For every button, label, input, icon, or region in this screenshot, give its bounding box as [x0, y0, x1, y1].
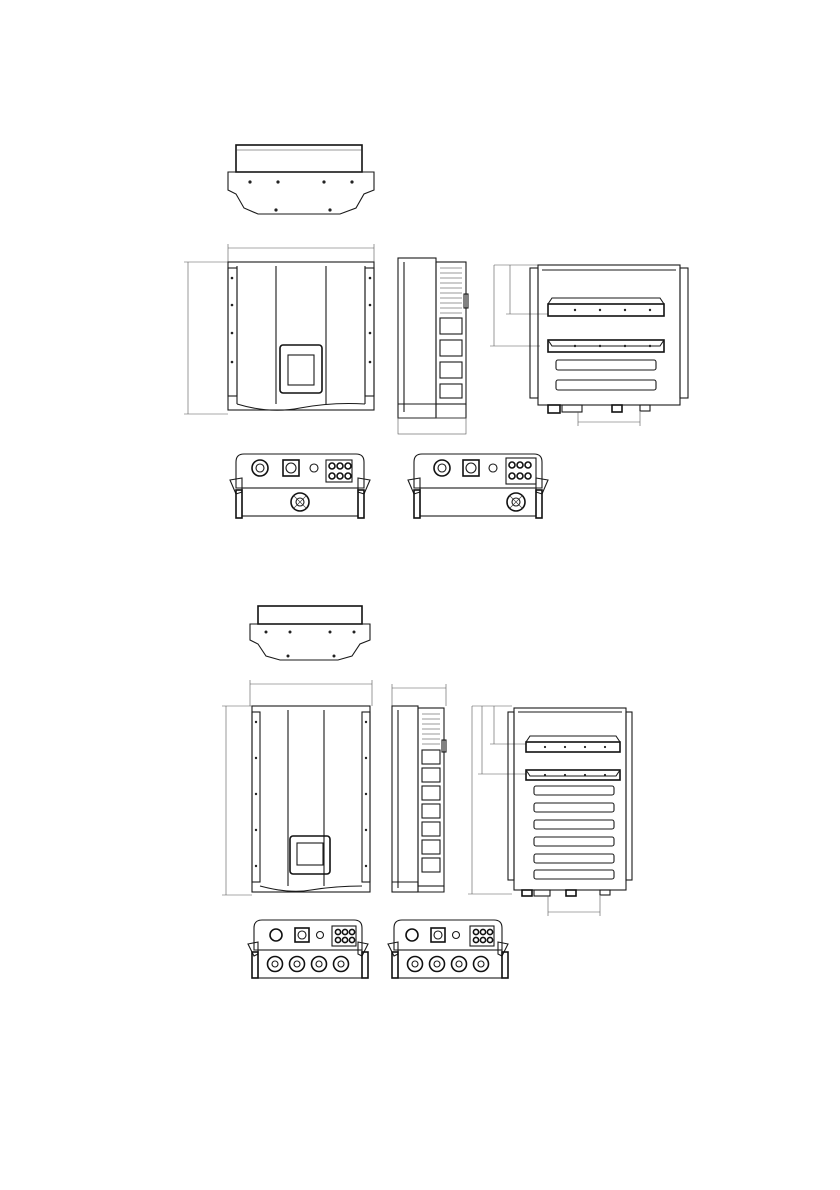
upper-bottom-view-right: [408, 454, 548, 518]
upper-side-view: [398, 258, 468, 434]
upper-bottom-view-left: [230, 454, 370, 518]
lower-bottom-view-right: [388, 920, 508, 978]
upper-rear-view: [490, 265, 688, 426]
lower-side-fins: [422, 714, 440, 744]
upper-top-view: [228, 145, 374, 214]
upper-side-fins: [440, 268, 462, 313]
lower-bottom-view-left: [248, 920, 368, 978]
lower-front-view: [222, 680, 372, 895]
lower-top-view: [250, 606, 370, 660]
lower-side-view: [392, 684, 446, 892]
upper-model: [184, 145, 688, 518]
lower-rear-view: [468, 706, 632, 916]
lower-model: [222, 606, 632, 978]
upper-front-view: [184, 244, 374, 414]
